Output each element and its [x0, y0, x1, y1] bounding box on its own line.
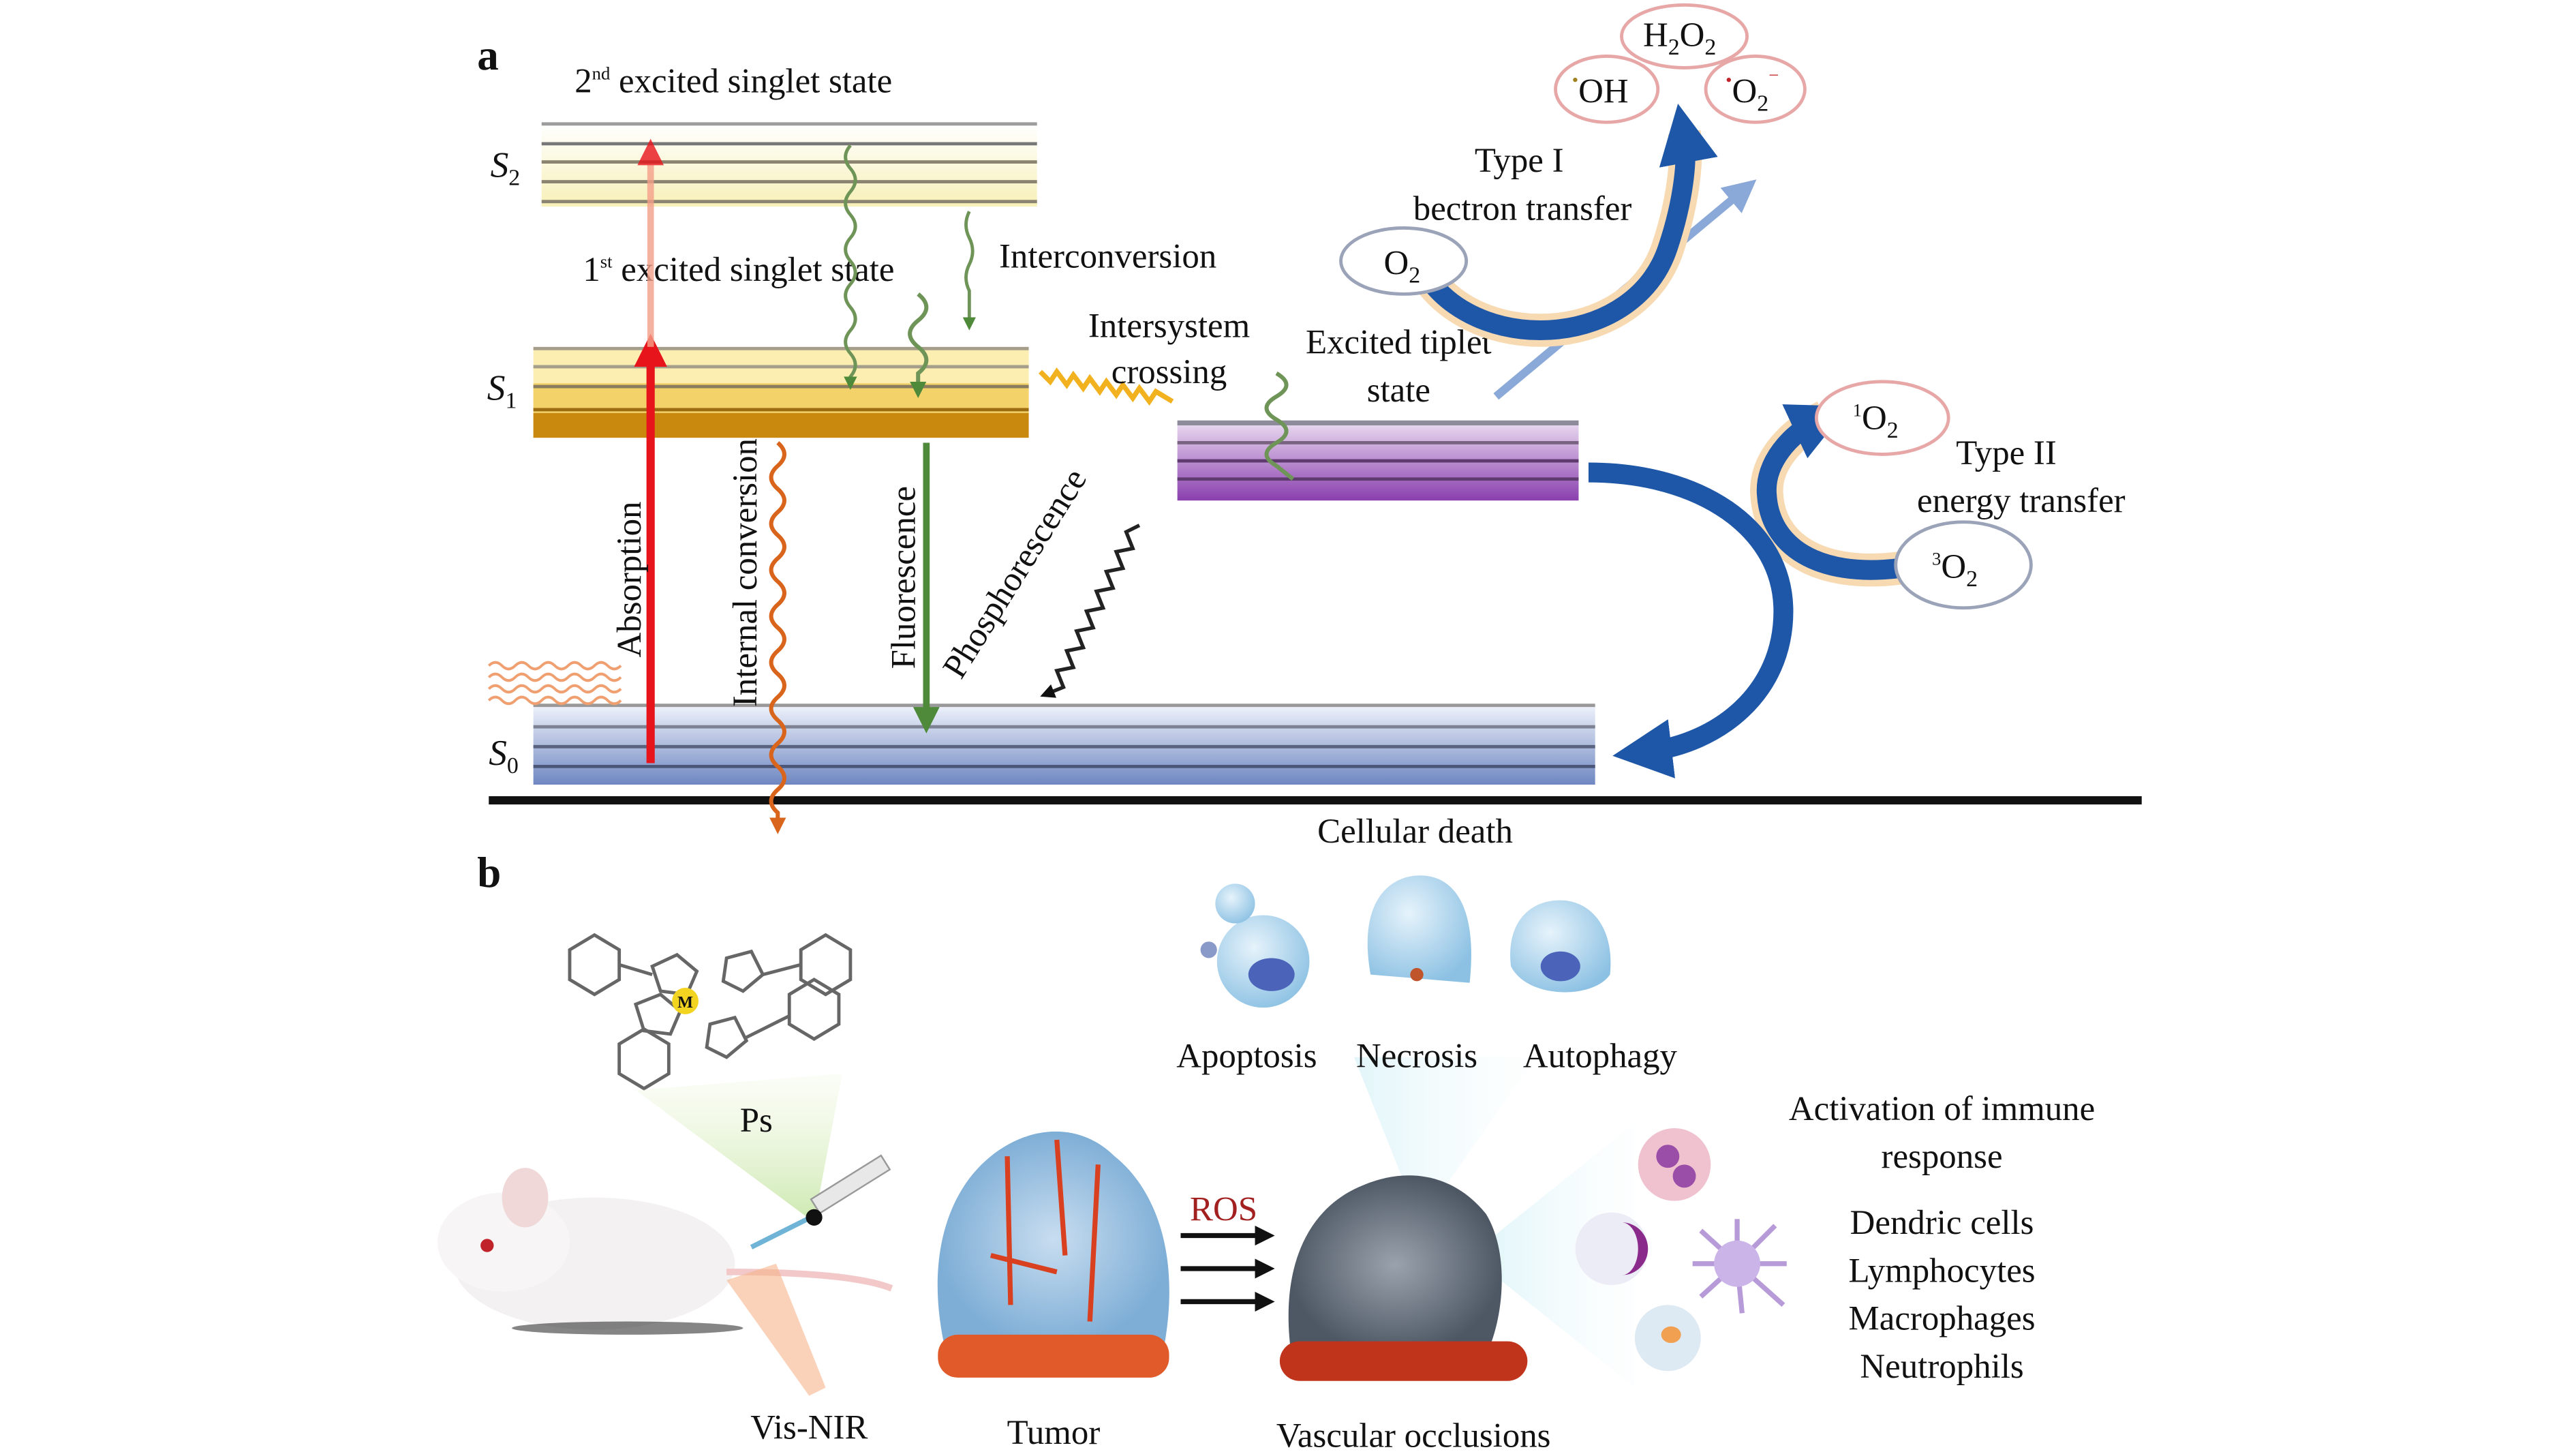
- interconversion-label: Interconversion: [999, 238, 1216, 276]
- isc-label-line2: crossing: [1111, 353, 1227, 391]
- light-label: Vis-NIR: [750, 1409, 868, 1447]
- vascular-occlusions-label: Vascular occlusions: [1276, 1417, 1551, 1452]
- tumor-label: Tumor: [1007, 1414, 1101, 1452]
- s1-energy-band: [533, 346, 1029, 438]
- return-to-ground-arrow: [1588, 462, 1794, 778]
- s2-title: 2nd excited singlet state: [574, 63, 892, 101]
- fluorescence-label: Fluorescence: [885, 486, 923, 669]
- s0-symbol: S0: [489, 733, 519, 778]
- syringe-icon: [750, 1154, 891, 1250]
- lymphocyte-cell-icon: [1575, 1212, 1649, 1286]
- singlet-oxygen-bubble: [1814, 380, 1950, 456]
- ros-label: ROS: [1190, 1191, 1257, 1229]
- s1-symbol: S1: [487, 367, 517, 413]
- panel-b-label: b: [477, 849, 501, 896]
- cell-death-cone: [1353, 1057, 1536, 1223]
- type1-curved-arrow: [1422, 104, 1718, 341]
- type2-label-line2: energy transfer: [1917, 482, 2126, 520]
- s2-energy-band: [541, 122, 1037, 207]
- internal-conversion-label: Internal conversion: [726, 438, 765, 707]
- photosensitizer-molecule-icon: [568, 933, 853, 1091]
- hydroxyl-radical-text: •OH: [1572, 70, 1629, 110]
- triplet-label-line2: state: [1367, 372, 1430, 410]
- immune-cell-dendric: Dendric cells: [1850, 1204, 2034, 1242]
- h2o2-bubble: [1620, 3, 1749, 70]
- triplet-relaxation-wave: [1264, 372, 1295, 481]
- type2-curved-arrow: [1756, 404, 1901, 580]
- necrosis-cell-icon: [1367, 875, 1471, 983]
- immune-cell-lymphocytes: Lymphocytes: [1848, 1252, 2035, 1290]
- isc-label-line1: Intersystem: [1088, 307, 1250, 345]
- triplet-label-line1: Excited tiplet: [1306, 324, 1492, 362]
- type1-label-line2: bectron transfer: [1413, 190, 1632, 228]
- autophagy-cell-icon: [1510, 900, 1611, 993]
- immune-title-line2: response: [1882, 1138, 2003, 1176]
- h2o2-text: H2O2: [1643, 16, 1716, 60]
- metal-center-icon: [672, 988, 699, 1014]
- immune-cone: [1469, 1123, 1635, 1388]
- triplet-energy-band: [1177, 420, 1579, 501]
- dendritic-cell-icon: [1692, 1219, 1787, 1314]
- cellular-death-baseline: [489, 796, 2142, 805]
- immune-cell-macrophages: Macrophages: [1849, 1300, 2036, 1338]
- cellular-death-label: Cellular death: [1317, 813, 1513, 851]
- ps-highlight-cone: [635, 1074, 842, 1223]
- o2-reactant-text: O2: [1384, 244, 1421, 288]
- interconversion-wave: [962, 211, 977, 331]
- superoxide-bubble: [1704, 55, 1807, 124]
- s0-energy-band: [533, 704, 1595, 785]
- immune-cell-neutrophils: Neutrophils: [1860, 1348, 2023, 1386]
- triplet-oxygen-text: 3O2: [1932, 548, 1978, 592]
- death-mode-autophagy: Autophagy: [1523, 1037, 1678, 1075]
- s2-symbol: S2: [491, 145, 521, 190]
- damaged-tumor-illustration: [1279, 1175, 1528, 1381]
- intersystem-crossing-wave: [1038, 367, 1174, 406]
- ps-label: Ps: [740, 1102, 773, 1140]
- death-mode-apoptosis: Apoptosis: [1176, 1037, 1317, 1075]
- vibrational-relaxation-wave-1: [844, 144, 857, 390]
- panel-a-label: a: [477, 31, 499, 79]
- vibrational-relaxation-wave-2: [908, 292, 929, 399]
- death-mode-necrosis: Necrosis: [1356, 1037, 1477, 1075]
- metal-center-label: M: [677, 993, 693, 1012]
- phosphorescence-wave: [1040, 524, 1141, 698]
- immune-title-line1: Activation of immune: [1789, 1090, 2095, 1128]
- o2-reactant-bubble: [1339, 226, 1469, 296]
- superoxide-text: •O2−: [1726, 65, 1779, 117]
- triplet-oxygen-bubble: [1894, 520, 2033, 610]
- incoming-light-waves-icon: [487, 661, 622, 706]
- hydroxyl-radical-bubble: [1554, 55, 1660, 124]
- light-beam: [726, 1263, 826, 1396]
- singlet-oxygen-text: 1O2: [1853, 399, 1899, 443]
- type1-label-line1: Type I: [1475, 142, 1564, 180]
- apoptosis-cell-icon: [1200, 883, 1310, 1008]
- tumor-illustration: [937, 1131, 1169, 1378]
- type2-label-line1: Type II: [1956, 434, 2057, 472]
- internal-conversion-wave: [769, 441, 786, 834]
- absorption-label: Absorption: [611, 502, 649, 658]
